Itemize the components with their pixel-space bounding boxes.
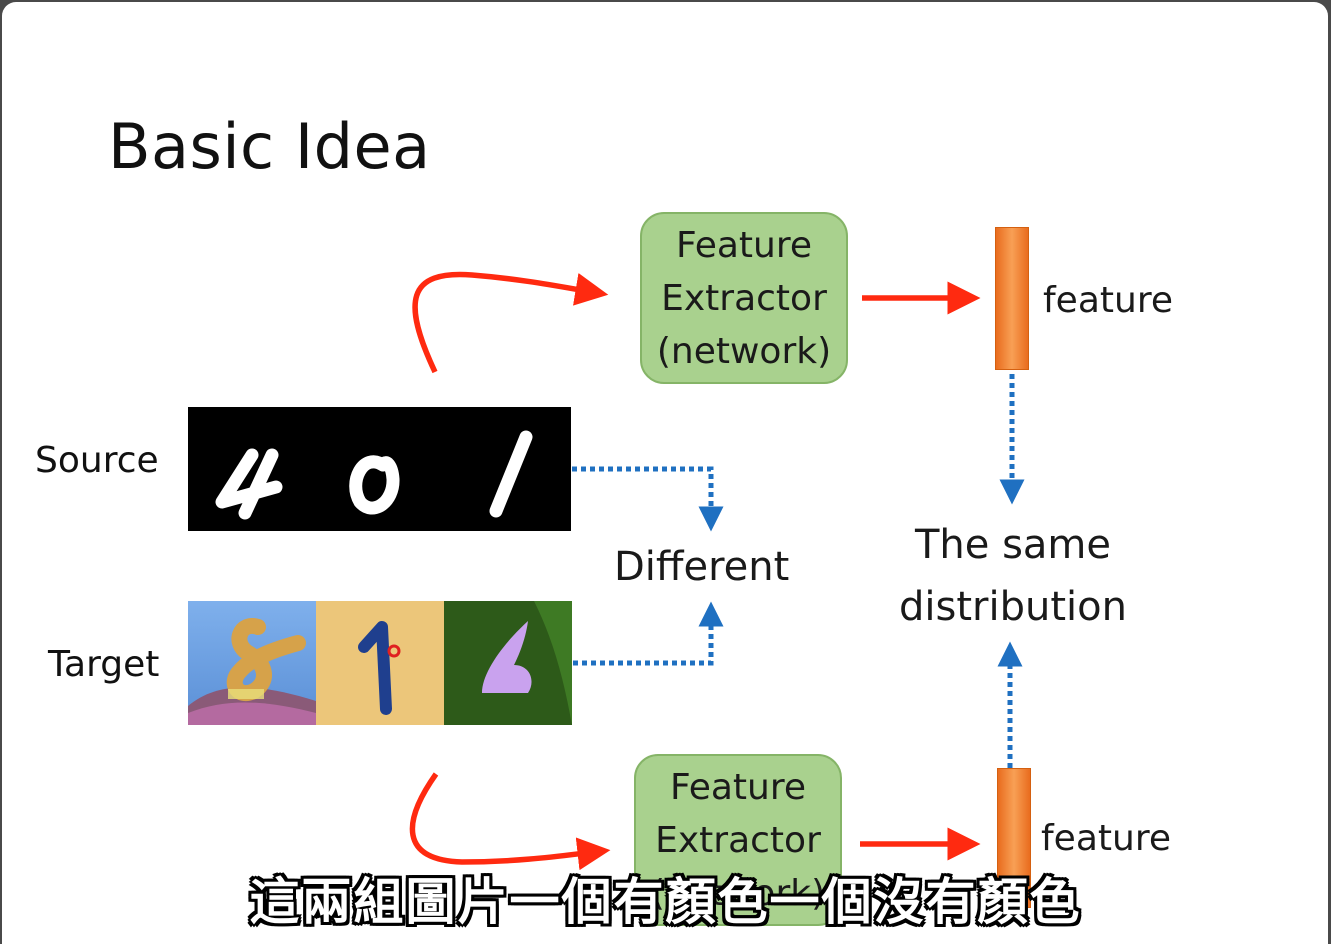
feature-extractor-bottom: Feature Extractor (network): [634, 754, 842, 926]
source-digit-4-stem: [238, 448, 279, 520]
target-label: Target: [48, 644, 160, 685]
source-digits-image: [215, 430, 533, 520]
same-distribution-label: The same distribution: [882, 514, 1144, 638]
feature-extractor-top-line-3: (network): [656, 330, 832, 372]
target-panel-digit-6: [444, 601, 572, 725]
different-label: Different: [614, 544, 790, 590]
dotted-target-to-different: [573, 601, 724, 666]
same-distribution-line-1: The same: [914, 522, 1112, 568]
feature-vector-bottom: [997, 768, 1031, 908]
source-digit-1-stroke: [489, 430, 533, 518]
video-subtitle: 這兩組圖片一個有顏色一個沒有顏色: [249, 873, 1082, 931]
source-digit-0-stroke: [349, 455, 400, 515]
source-image-strip: [188, 407, 571, 531]
feature-extractor-bottom-line-3: (network): [650, 872, 826, 914]
target-image-strip: [188, 601, 572, 725]
feature-extractor-top-line-2: Extractor: [661, 277, 827, 319]
arrow-target-to-extractor: [409, 772, 611, 871]
target-panel-digit-1: [316, 601, 444, 725]
same-distribution-line-2: distribution: [899, 584, 1127, 630]
slide-title: Basic Idea: [108, 110, 431, 183]
feature-label-bottom: feature: [1041, 818, 1171, 859]
feature-label-top: feature: [1043, 280, 1173, 321]
source-label: Source: [35, 440, 159, 481]
feature-extractor-bottom-line-1: Feature: [669, 766, 807, 808]
feature-extractor-top-line-1: Feature: [675, 224, 813, 266]
feature-extractor-top: Feature Extractor (network): [640, 212, 848, 384]
target-panel-digit-8: [188, 601, 316, 725]
feature-vector-top: [995, 227, 1029, 370]
arrow-source-to-extractor: [412, 271, 609, 374]
feature-extractor-bottom-line-2: Extractor: [655, 819, 821, 861]
dotted-source-to-different: [572, 466, 724, 532]
